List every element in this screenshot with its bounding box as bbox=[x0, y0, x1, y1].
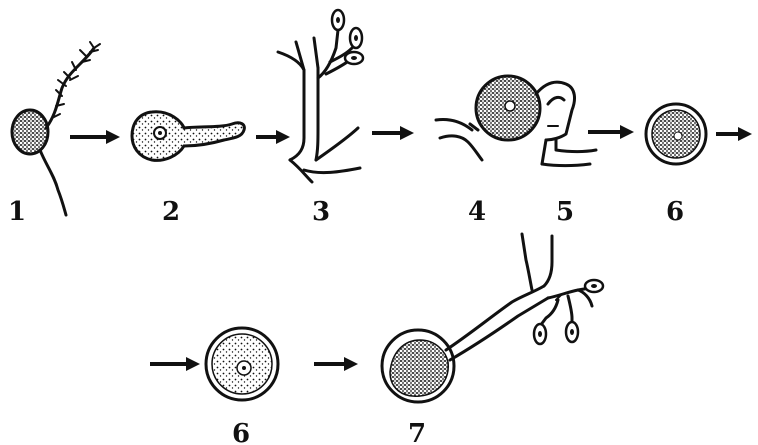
arrow-2-3 bbox=[256, 130, 290, 144]
arrow-into-6-bottom bbox=[150, 357, 200, 371]
stage-label-2: 2 bbox=[162, 197, 180, 227]
stage-label-5: 5 bbox=[556, 197, 574, 227]
arrow-6-7 bbox=[314, 357, 358, 371]
stage-4-5-figure bbox=[436, 76, 596, 166]
arrow-3-4 bbox=[372, 126, 414, 140]
stage-3-figure bbox=[278, 10, 363, 182]
stage-label-3: 3 bbox=[312, 197, 330, 227]
stage-label-6-bottom: 6 bbox=[232, 419, 250, 445]
arrow-1-2 bbox=[70, 130, 120, 144]
arrow-5-6 bbox=[588, 125, 634, 139]
stage-label-1: 1 bbox=[8, 197, 26, 227]
stage-1-figure bbox=[12, 42, 100, 215]
stage-7-figure bbox=[382, 234, 603, 402]
stage-label-4: 4 bbox=[468, 197, 486, 227]
stage-6-figure-bottom bbox=[206, 328, 278, 400]
arrow-6-continue bbox=[716, 127, 752, 141]
stage-label-7: 7 bbox=[408, 419, 426, 445]
stage-6-figure-top bbox=[646, 104, 706, 164]
stage-label-6-top: 6 bbox=[666, 197, 684, 227]
stage-2-figure bbox=[132, 112, 244, 161]
